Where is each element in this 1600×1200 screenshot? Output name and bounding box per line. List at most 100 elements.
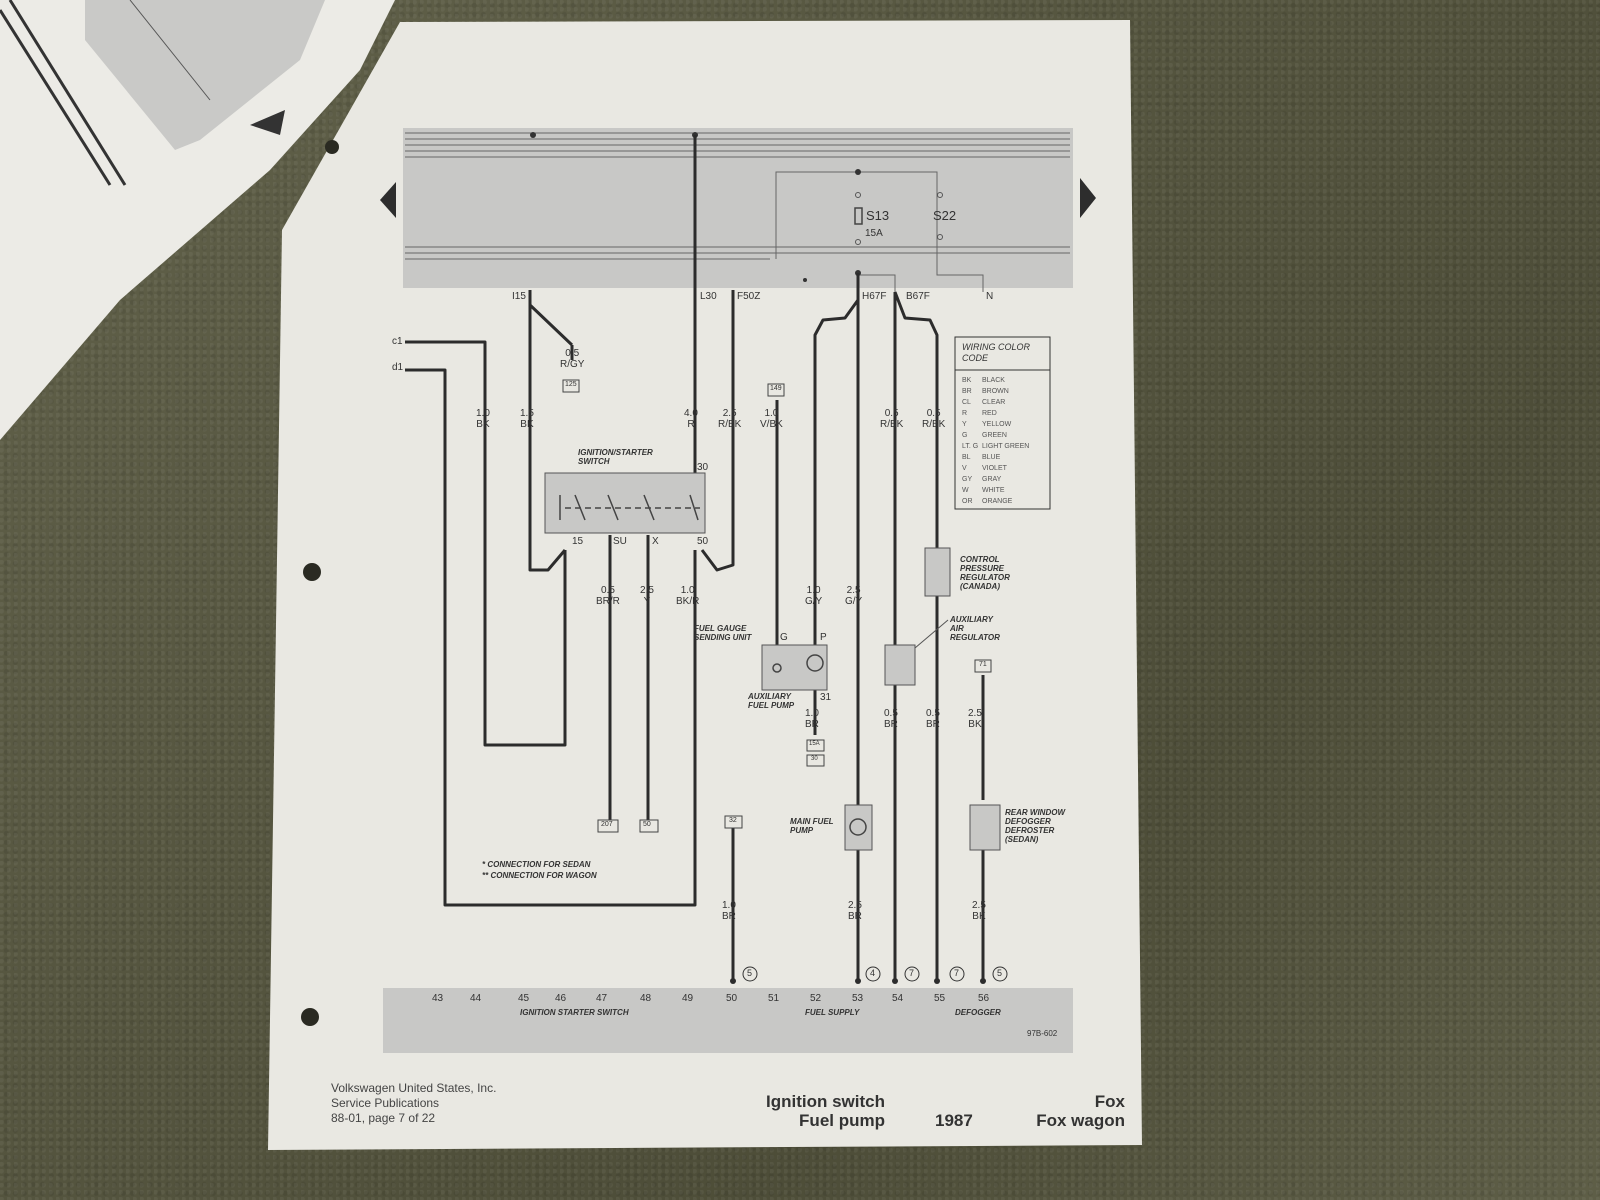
color-code-entry: G GREEN [962, 430, 1047, 441]
footer-subject: Ignition switch Fuel pump [766, 1092, 885, 1130]
note-wagon: ** CONNECTION FOR WAGON [482, 871, 597, 880]
main-page [268, 20, 1142, 1150]
punch-hole [303, 563, 321, 581]
color-code-name: LIGHT GREEN [982, 443, 1030, 450]
aux-air-regulator-label: AUXILIARY AIR REGULATOR [950, 615, 1000, 642]
fuel-gauge-pin-g: G [780, 632, 788, 643]
color-code-entry: OR ORANGE [962, 496, 1047, 507]
track-number: 46 [555, 993, 567, 1004]
track-number: 44 [470, 993, 482, 1004]
ref-207: 207 [601, 821, 613, 828]
aux-fuel-pump-label: AUXILIARY FUEL PUMP [748, 692, 795, 710]
color-code-name: BLUE [982, 454, 1001, 461]
ignition-terminal-su: SU [613, 536, 627, 547]
track-number: 45 [518, 993, 530, 1004]
ref-15a: 15A [809, 741, 820, 747]
footer-year: 1987 [935, 1111, 973, 1130]
color-code-entry: BK BLACK [962, 375, 1047, 386]
color-code-abbr: OR [962, 498, 973, 505]
color-code-name: GREEN [982, 432, 1007, 439]
next-page-arrow-icon [1080, 178, 1096, 218]
color-code-abbr: BL [962, 454, 971, 461]
aux-air-regulator-box [884, 644, 916, 686]
color-code-abbr: BK [962, 377, 972, 384]
color-code-name: CLEAR [982, 399, 1006, 406]
terminal-h67f: H67F [862, 291, 887, 302]
ground-marker: 5 [997, 968, 1003, 978]
ground-marker: 4 [870, 968, 876, 978]
color-code-abbr: W [962, 487, 969, 494]
control-pressure-regulator-box [924, 547, 951, 597]
track-number: 53 [852, 993, 864, 1004]
ref-50: 50 [643, 821, 651, 828]
color-code-abbr: G [962, 432, 968, 439]
ignition-switch-box [544, 472, 706, 534]
terminal-i15: I15 [512, 291, 526, 302]
color-code-abbr: GY [962, 476, 973, 483]
ignition-terminal-50: 50 [697, 536, 709, 547]
prev-page-arrow-icon [380, 182, 396, 218]
ref-32: 32 [729, 817, 737, 824]
wiring-color-code-title: WIRING COLOR CODE [962, 342, 1031, 363]
track-number: 56 [978, 993, 990, 1004]
wiring-color-code-box [954, 336, 1051, 510]
terminal-f50z: F50Z [737, 291, 761, 302]
control-pressure-regulator-label: CONTROL PRESSURE REGULATOR (CANADA) [960, 555, 1010, 591]
color-code-name: BROWN [982, 388, 1009, 395]
section-ignition: IGNITION STARTER SWITCH [520, 1008, 629, 1017]
footer-model: Fox Fox wagon [1036, 1092, 1125, 1130]
rear-window-defogger-label: REAR WINDOW DEFOGGER DEFROSTER (SEDAN) [1005, 808, 1065, 844]
color-code-name: RED [982, 410, 997, 417]
ignition-terminal-x: X [652, 536, 659, 547]
color-code-name: ORANGE [982, 498, 1013, 505]
track-number: 54 [892, 993, 904, 1004]
track-number: 55 [934, 993, 946, 1004]
diagram-code: 97B-602 [1027, 1029, 1058, 1038]
track-number: 48 [640, 993, 652, 1004]
color-code-abbr: V [962, 465, 967, 472]
fuel-gauge-box [761, 644, 828, 691]
track-strip [383, 988, 1073, 1053]
fuel-gauge-pin-p: P [820, 632, 827, 643]
fuse-relay-panel [403, 128, 1073, 288]
color-code-name: YELLOW [982, 421, 1012, 428]
track-number: 52 [810, 993, 822, 1004]
color-code-name: VIOLET [982, 465, 1007, 472]
ground-marker: 7 [954, 968, 960, 978]
ref-71: 71 [979, 661, 987, 668]
track-number: 50 [726, 993, 738, 1004]
color-code-name: WHITE [982, 487, 1005, 494]
terminal-b67f: B67F [906, 291, 930, 302]
ground-marker: 5 [747, 968, 753, 978]
track-number: 47 [596, 993, 608, 1004]
track-number: 43 [432, 993, 444, 1004]
color-code-entry: BL BLUE [962, 452, 1047, 463]
track-number: 49 [682, 993, 694, 1004]
track-number: 51 [768, 993, 780, 1004]
color-code-abbr: R [962, 410, 968, 417]
color-code-abbr: Y [962, 421, 967, 428]
color-code-name: BLACK [982, 377, 1005, 384]
connection-d1: d1 [392, 362, 404, 373]
